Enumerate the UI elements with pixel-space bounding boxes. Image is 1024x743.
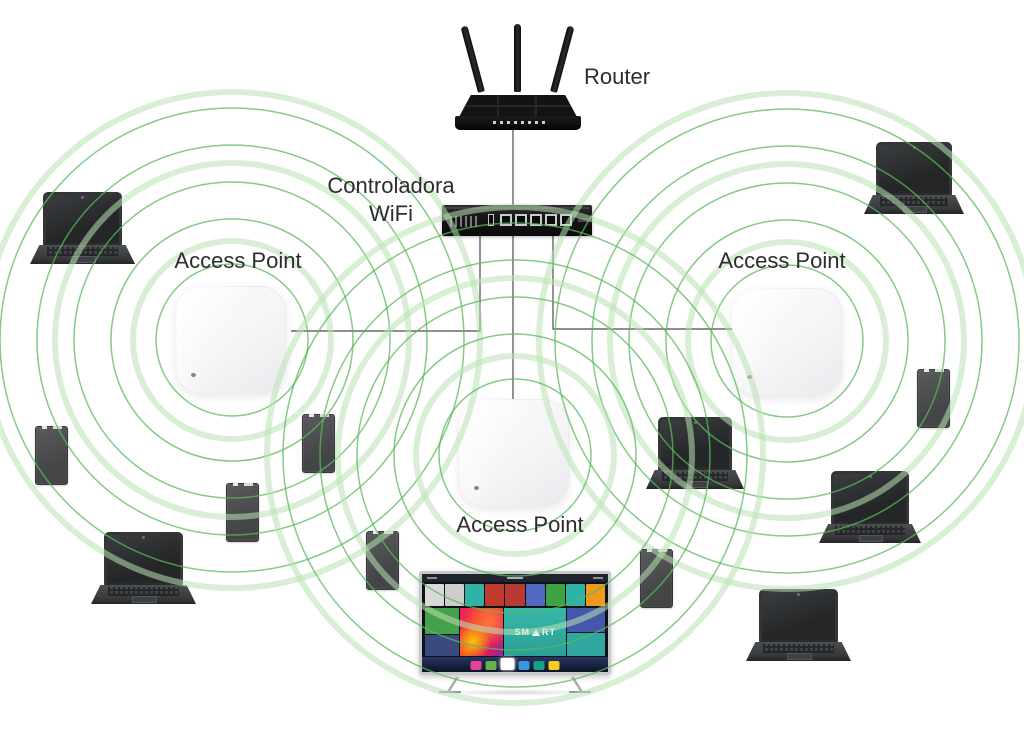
laptop-keyboard xyxy=(864,194,964,214)
smartphone-center-right xyxy=(640,549,673,608)
controller-ethernet-ports xyxy=(488,214,572,226)
router-antenna-icon xyxy=(460,25,485,93)
laptop-screen xyxy=(831,471,909,525)
smartphone-left xyxy=(35,426,68,485)
laptop-top-left xyxy=(30,192,135,266)
router-led-panel xyxy=(455,116,581,130)
ethernet-port xyxy=(500,214,512,226)
laptop-right xyxy=(819,471,921,545)
laptop-mid-right xyxy=(646,417,744,491)
router-label: Router xyxy=(584,64,651,89)
laptop-screen xyxy=(758,589,839,643)
ethernet-port xyxy=(488,214,494,226)
dock-app-icon xyxy=(533,661,545,670)
laptop-screen xyxy=(103,532,184,586)
controller-brand-tag xyxy=(578,218,588,222)
laptop-keyboard xyxy=(30,244,135,264)
smartphone-mid-left xyxy=(226,483,259,542)
dock-app-icon xyxy=(470,661,482,670)
cable-controller-to-right-ap xyxy=(552,236,733,330)
router-antenna-icon xyxy=(514,24,521,92)
tv-dock-icons xyxy=(470,658,560,670)
laptop-bottom-right xyxy=(746,589,851,663)
tv-screen: SM RT xyxy=(419,571,611,675)
access-point-center-label: Access Point xyxy=(456,512,584,537)
access-point-center xyxy=(459,399,569,507)
ethernet-port xyxy=(560,214,572,226)
tv-main-panels: SM RT xyxy=(422,607,608,657)
tv-app-tiles xyxy=(422,582,608,607)
cable-controller-to-left-ap xyxy=(291,236,481,332)
laptop-keyboard xyxy=(746,641,851,661)
smartphone-below-left-ap xyxy=(366,531,399,590)
dock-app-icon xyxy=(548,661,560,670)
laptop-top-right xyxy=(864,142,964,216)
tv-artwork-panel xyxy=(460,608,504,656)
ethernet-port xyxy=(530,214,542,226)
smart-logo: SM RT xyxy=(514,627,557,637)
ethernet-port xyxy=(545,214,557,226)
laptop-keyboard xyxy=(91,584,196,604)
smart-tv: SM RT xyxy=(419,571,611,696)
tv-status-bar xyxy=(422,574,608,582)
laptop-screen xyxy=(42,192,123,246)
access-point-left xyxy=(176,286,286,394)
smart-logo-triangle-icon xyxy=(532,628,541,636)
access-point-right-label: Access Point xyxy=(718,248,846,273)
laptop-keyboard xyxy=(646,469,744,489)
router-body xyxy=(459,95,577,117)
dock-app-icon-active xyxy=(500,658,515,670)
ethernet-port xyxy=(515,214,527,226)
laptop-keyboard xyxy=(819,523,921,543)
tv-smart-panel: SM RT xyxy=(504,608,567,656)
router-antenna-icon xyxy=(550,25,575,93)
laptop-screen xyxy=(876,142,952,196)
dock-app-icon xyxy=(485,661,497,670)
tv-dock-bar xyxy=(422,657,608,672)
controller-label: Controladora WiFi xyxy=(327,173,455,226)
router-device xyxy=(455,22,581,132)
access-point-left-label: Access Point xyxy=(174,248,302,273)
smartphone-right xyxy=(917,369,950,428)
access-point-right xyxy=(732,288,842,396)
dock-app-icon xyxy=(518,661,530,670)
laptop-bottom-left xyxy=(91,532,196,606)
laptop-screen xyxy=(657,417,733,471)
smartphone-center-left xyxy=(302,414,335,473)
tv-shadow xyxy=(434,689,596,696)
